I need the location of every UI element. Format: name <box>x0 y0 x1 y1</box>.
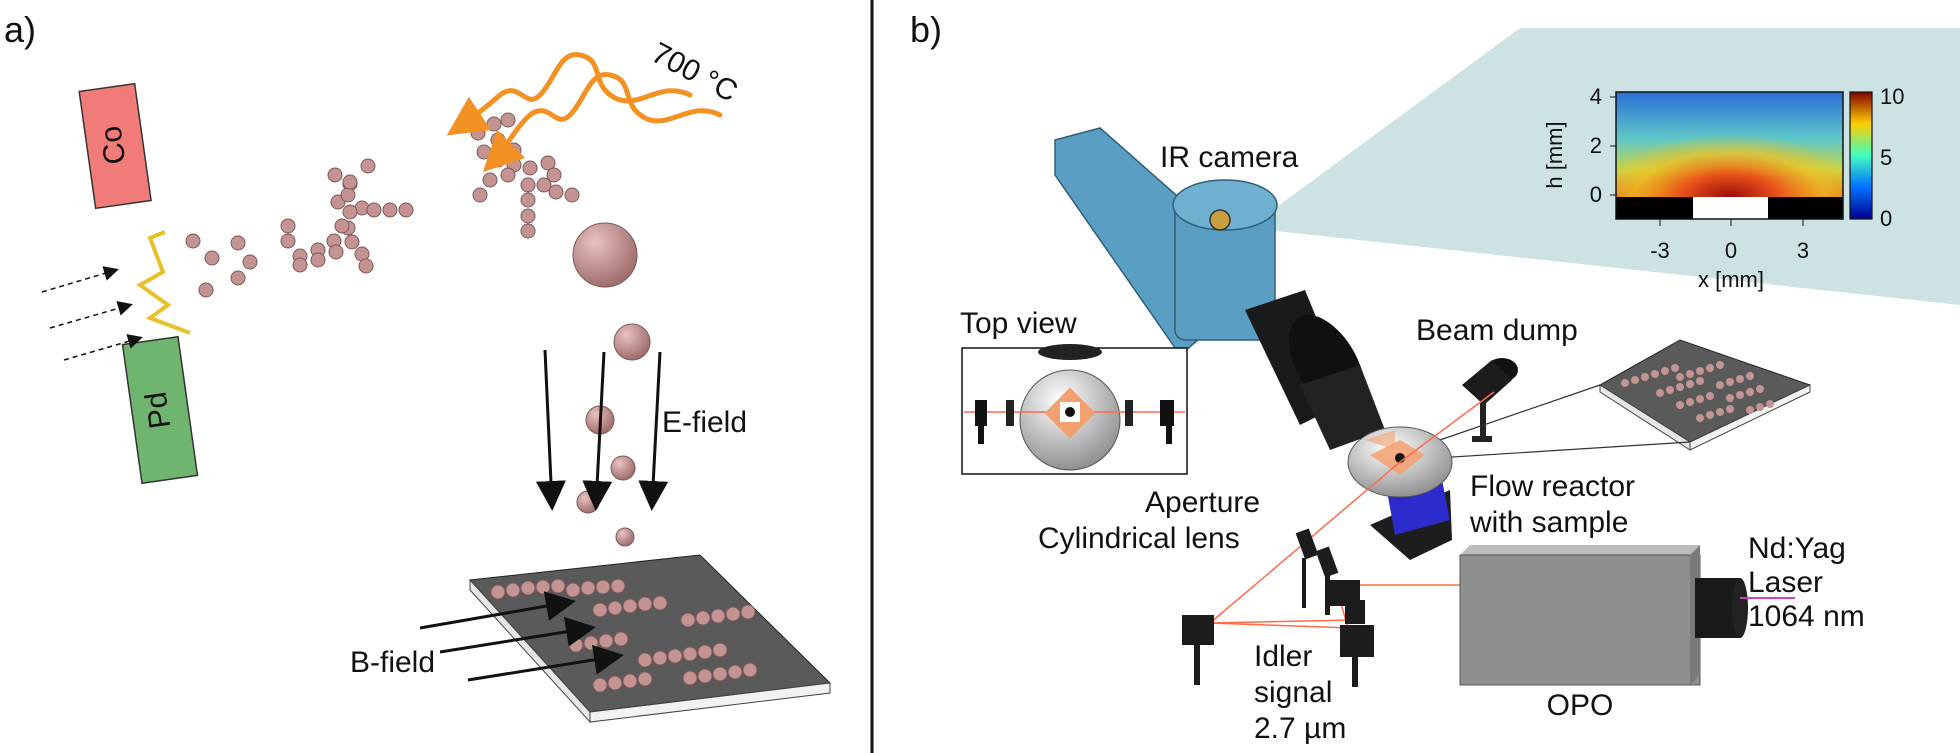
efield-label: E-field <box>662 406 747 439</box>
sintered-sphere-large <box>572 222 638 288</box>
spark-discharge <box>136 230 191 335</box>
ir-camera-label: IR camera <box>1160 141 1299 174</box>
deposited-nanoparticle-rows <box>490 578 758 693</box>
gas-flow-arrows <box>41 266 143 361</box>
bfield-label: B-field <box>350 646 435 679</box>
agglomerate-chain <box>280 158 414 274</box>
x-tick: 3 <box>1797 238 1809 263</box>
idler-label: Idler <box>1254 640 1312 673</box>
sample-zoom <box>1404 339 1812 461</box>
heatmap-hotspot <box>1616 92 1843 197</box>
panel-b: b) IR camera 4 2 0 <box>910 9 1960 745</box>
agglomerate-large <box>470 112 580 239</box>
heatmap-x-axis: -3 0 3 <box>1650 219 1809 263</box>
heatmap-ylabel: h [mm] <box>1542 121 1567 188</box>
panel-a: a) Co Pd <box>4 9 832 724</box>
ndyag-label: Nd:Yag <box>1748 532 1846 565</box>
y-tick: 4 <box>1590 84 1602 109</box>
heat-wave-icon <box>446 52 723 173</box>
signal-label: signal <box>1254 676 1332 709</box>
wavelength-label: 1064 nm <box>1748 600 1865 633</box>
cylindrical-lens-label: Cylindrical lens <box>1038 522 1240 555</box>
signal-wavelength-label: 2.7 µm <box>1254 712 1346 745</box>
beam-dump <box>1462 358 1518 442</box>
panel-b-label: b) <box>910 9 942 50</box>
x-tick: 0 <box>1725 238 1737 263</box>
ndyag-laser-head <box>1695 578 1795 638</box>
cbar-tick: 10 <box>1880 84 1904 109</box>
flow-reactor-label-1: Flow reactor <box>1470 470 1635 503</box>
efield-arrows <box>535 349 669 511</box>
optics-mounts <box>1182 528 1374 687</box>
ir-camera <box>1054 127 1385 450</box>
opo-label: OPO <box>1547 689 1614 722</box>
co-target: Co <box>78 82 152 210</box>
cbar-tick: 5 <box>1880 145 1892 170</box>
heatmap-y-axis: 4 2 0 <box>1590 84 1616 207</box>
heatmap-sample-window <box>1693 197 1768 219</box>
flow-reactor-label-2: with sample <box>1469 506 1628 539</box>
heatmap-colorbar <box>1849 91 1873 220</box>
bfield-arrows <box>419 591 624 682</box>
co-target-label: Co <box>94 124 132 167</box>
colorbar-ticks: 10 5 0 <box>1880 84 1904 231</box>
sintered-sphere <box>610 455 636 481</box>
beam-dump-label: Beam dump <box>1416 314 1578 347</box>
pd-target-label: Pd <box>140 390 178 431</box>
aperture-label: Aperture <box>1145 486 1260 519</box>
laser-label: Laser <box>1748 566 1823 599</box>
top-view-label: Top view <box>960 307 1077 340</box>
opo-box <box>1459 545 1701 686</box>
pd-target: Pd <box>121 335 199 485</box>
y-tick: 2 <box>1590 133 1602 158</box>
sintered-sphere <box>615 527 635 547</box>
top-view-inset <box>961 344 1188 475</box>
heatmap-xlabel: x [mm] <box>1698 267 1764 292</box>
primary-particles <box>185 233 258 298</box>
temperature-label: 700 °C <box>646 36 743 108</box>
x-tick: -3 <box>1650 238 1670 263</box>
cbar-tick: 0 <box>1880 206 1892 231</box>
panel-a-label: a) <box>4 9 36 50</box>
heatmap-inset: 4 2 0 h [mm] -3 0 3 x [mm] 10 <box>1542 84 1904 292</box>
y-tick: 0 <box>1590 182 1602 207</box>
sintered-sphere <box>613 323 651 361</box>
